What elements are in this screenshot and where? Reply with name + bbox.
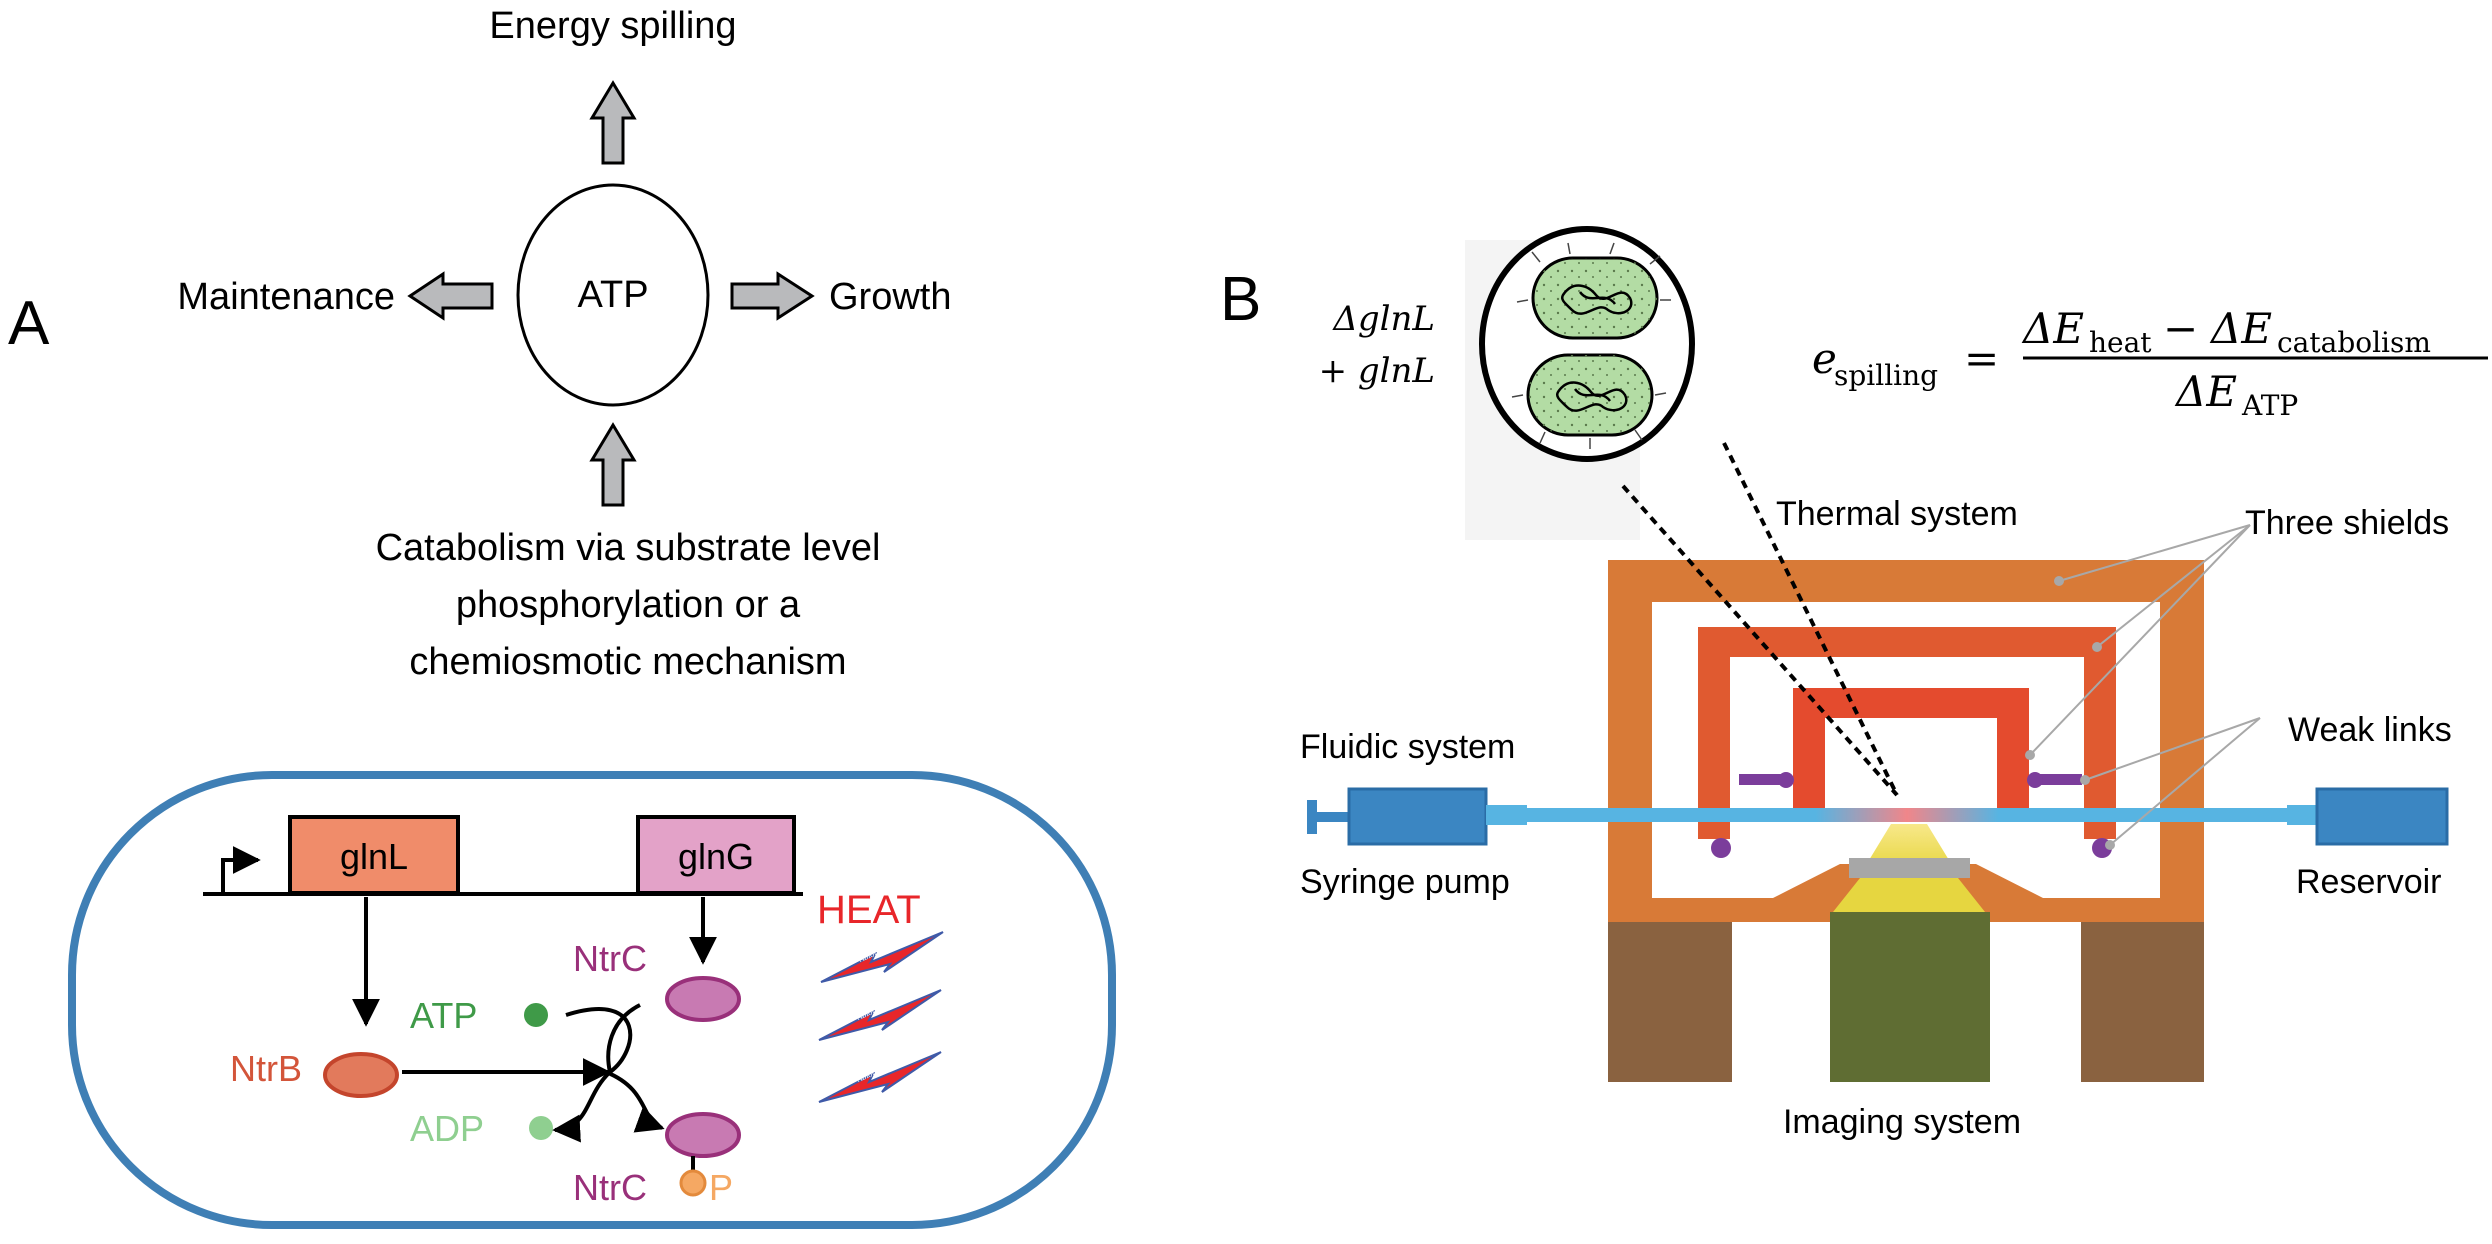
glng-gene-box bbox=[636, 815, 796, 895]
weak-link-right-knob bbox=[2027, 772, 2043, 788]
bacterium-top bbox=[1531, 256, 1659, 340]
formula-lhs: e bbox=[1812, 334, 1837, 383]
ntrc-label-bottom: NtrC bbox=[573, 1167, 647, 1208]
strain-line-1: ΔglnL bbox=[1331, 299, 1435, 339]
magnified-cells-inset bbox=[1479, 226, 1695, 462]
zoom-line-right bbox=[1722, 442, 1899, 796]
formula-num-a: ΔE bbox=[2021, 304, 2084, 353]
promoter-arrow bbox=[221, 846, 261, 894]
ntrb-label: NtrB bbox=[230, 1048, 302, 1089]
base-right bbox=[2081, 922, 2204, 1082]
leader-dot bbox=[2080, 775, 2090, 785]
reservoir-body bbox=[2315, 787, 2449, 846]
leader-dot bbox=[2105, 840, 2115, 850]
heat-label: HEAT bbox=[817, 888, 921, 932]
reservoir-inlet bbox=[2287, 805, 2317, 825]
bacterium-bottom bbox=[1526, 353, 1654, 437]
imaging-objective bbox=[1830, 912, 1990, 1082]
abiotic-stress-bolts: Abiotic stress Abiotic stress Abiotic st… bbox=[818, 931, 944, 1103]
atp-to-adp-arrow bbox=[552, 1007, 633, 1143]
panel-a: A ATP Energy spilling Maintenance Growth… bbox=[8, 5, 1116, 1229]
panel-a-letter: A bbox=[8, 289, 50, 358]
syringe-nozzle bbox=[1486, 805, 1527, 825]
ntrc-phosphorylated bbox=[665, 1112, 741, 1158]
panel-b-letter: B bbox=[1220, 265, 1261, 334]
ntrc-phospho-arrow bbox=[605, 1070, 665, 1133]
formula-den-sub: ATP bbox=[2241, 389, 2298, 422]
weak-link-left bbox=[1739, 774, 1784, 785]
leader-dot bbox=[2092, 642, 2102, 652]
microfluidic-channel bbox=[1527, 808, 2287, 822]
weak-links-label: Weak links bbox=[2288, 711, 2452, 749]
three-shields-label: Three shields bbox=[2245, 504, 2449, 542]
formula-num-b: ΔE bbox=[2209, 304, 2272, 353]
imaging-system-label: Imaging system bbox=[1783, 1103, 2021, 1141]
syringe-plunger-head bbox=[1307, 800, 1317, 834]
phosphate-label: P bbox=[709, 1167, 733, 1208]
base-left bbox=[1608, 922, 1732, 1082]
weak-link-right bbox=[2037, 774, 2082, 785]
weak-link-left-knob bbox=[1778, 772, 1794, 788]
formula-num-b-sub: catabolism bbox=[2277, 326, 2431, 359]
energy-spilling-formula: e spilling = ΔE heat − ΔE catabolism ΔE … bbox=[1812, 304, 2488, 422]
formula-den: ΔE bbox=[2174, 367, 2237, 416]
outer-cavity-notch-right bbox=[1976, 864, 2160, 898]
flagella-hairs bbox=[1511, 242, 1671, 449]
arrow-right bbox=[730, 271, 815, 321]
maintenance-label: Maintenance bbox=[177, 276, 395, 318]
atp-label: ATP bbox=[577, 274, 648, 316]
fluidic-system-label: Fluidic system bbox=[1300, 728, 1515, 766]
cell-diagram: glnL glnG NtrB NtrC P NtrC ATP ADP HEAT bbox=[68, 771, 1116, 1229]
leader-dot bbox=[2054, 576, 2064, 586]
cell-membrane bbox=[68, 771, 1116, 1229]
arrow-bottom-up bbox=[589, 422, 637, 507]
arrow-left bbox=[407, 271, 494, 321]
ntrb-protein bbox=[323, 1052, 399, 1098]
inner-shield-cavity bbox=[1825, 718, 1997, 812]
syringe-pump-label: Syringe pump bbox=[1300, 863, 1510, 901]
light-beam-bottom bbox=[1833, 878, 1985, 912]
phosphate-group bbox=[679, 1169, 707, 1197]
growth-label: Growth bbox=[829, 276, 951, 318]
adp-dot bbox=[529, 1116, 553, 1140]
sample-stage bbox=[1849, 858, 1970, 878]
formula-num-a-sub: heat bbox=[2089, 326, 2152, 359]
energy-spilling-label: Energy spilling bbox=[489, 5, 736, 47]
catabolism-line-2: phosphorylation or a bbox=[456, 584, 801, 626]
glng-gene-label: glnG bbox=[678, 836, 754, 877]
weak-link-left-bottom bbox=[1711, 838, 1731, 858]
thermal-system-label: Thermal system bbox=[1776, 495, 2018, 533]
ntrc-label-top: NtrC bbox=[573, 938, 647, 979]
ntrc-input-arrow bbox=[606, 1003, 641, 1073]
formula-equals: = bbox=[1964, 334, 1999, 383]
panel-b: B ΔglnL + glnL e spilling = ΔE heat − ΔE… bbox=[1220, 226, 2488, 1141]
catabolism-line-3: chemiosmotic mechanism bbox=[409, 641, 846, 683]
glnl-gene-label: glnL bbox=[340, 836, 408, 877]
apparatus-diagram bbox=[1307, 442, 2449, 1082]
atp-cell-label: ATP bbox=[410, 995, 477, 1036]
leader-dot bbox=[2025, 750, 2035, 760]
outer-cavity-notch-left bbox=[1652, 864, 1840, 898]
syringe-pump-body bbox=[1347, 787, 1488, 846]
ntrc-protein bbox=[665, 976, 741, 1022]
formula-minus: − bbox=[2163, 304, 2198, 353]
syringe-plunger-rod bbox=[1317, 812, 1349, 822]
arrow-up bbox=[589, 80, 637, 165]
atp-dot bbox=[524, 1003, 548, 1027]
leader-lines bbox=[2029, 524, 2261, 846]
catabolism-line-1: Catabolism via substrate level bbox=[376, 527, 881, 569]
adp-cell-label: ADP bbox=[410, 1108, 484, 1149]
glnl-gene-box bbox=[288, 815, 460, 895]
formula-lhs-sub: spilling bbox=[1834, 359, 1938, 392]
reservoir-label: Reservoir bbox=[2296, 863, 2441, 901]
atp-circle bbox=[516, 183, 710, 407]
strain-line-2: + glnL bbox=[1319, 351, 1435, 391]
